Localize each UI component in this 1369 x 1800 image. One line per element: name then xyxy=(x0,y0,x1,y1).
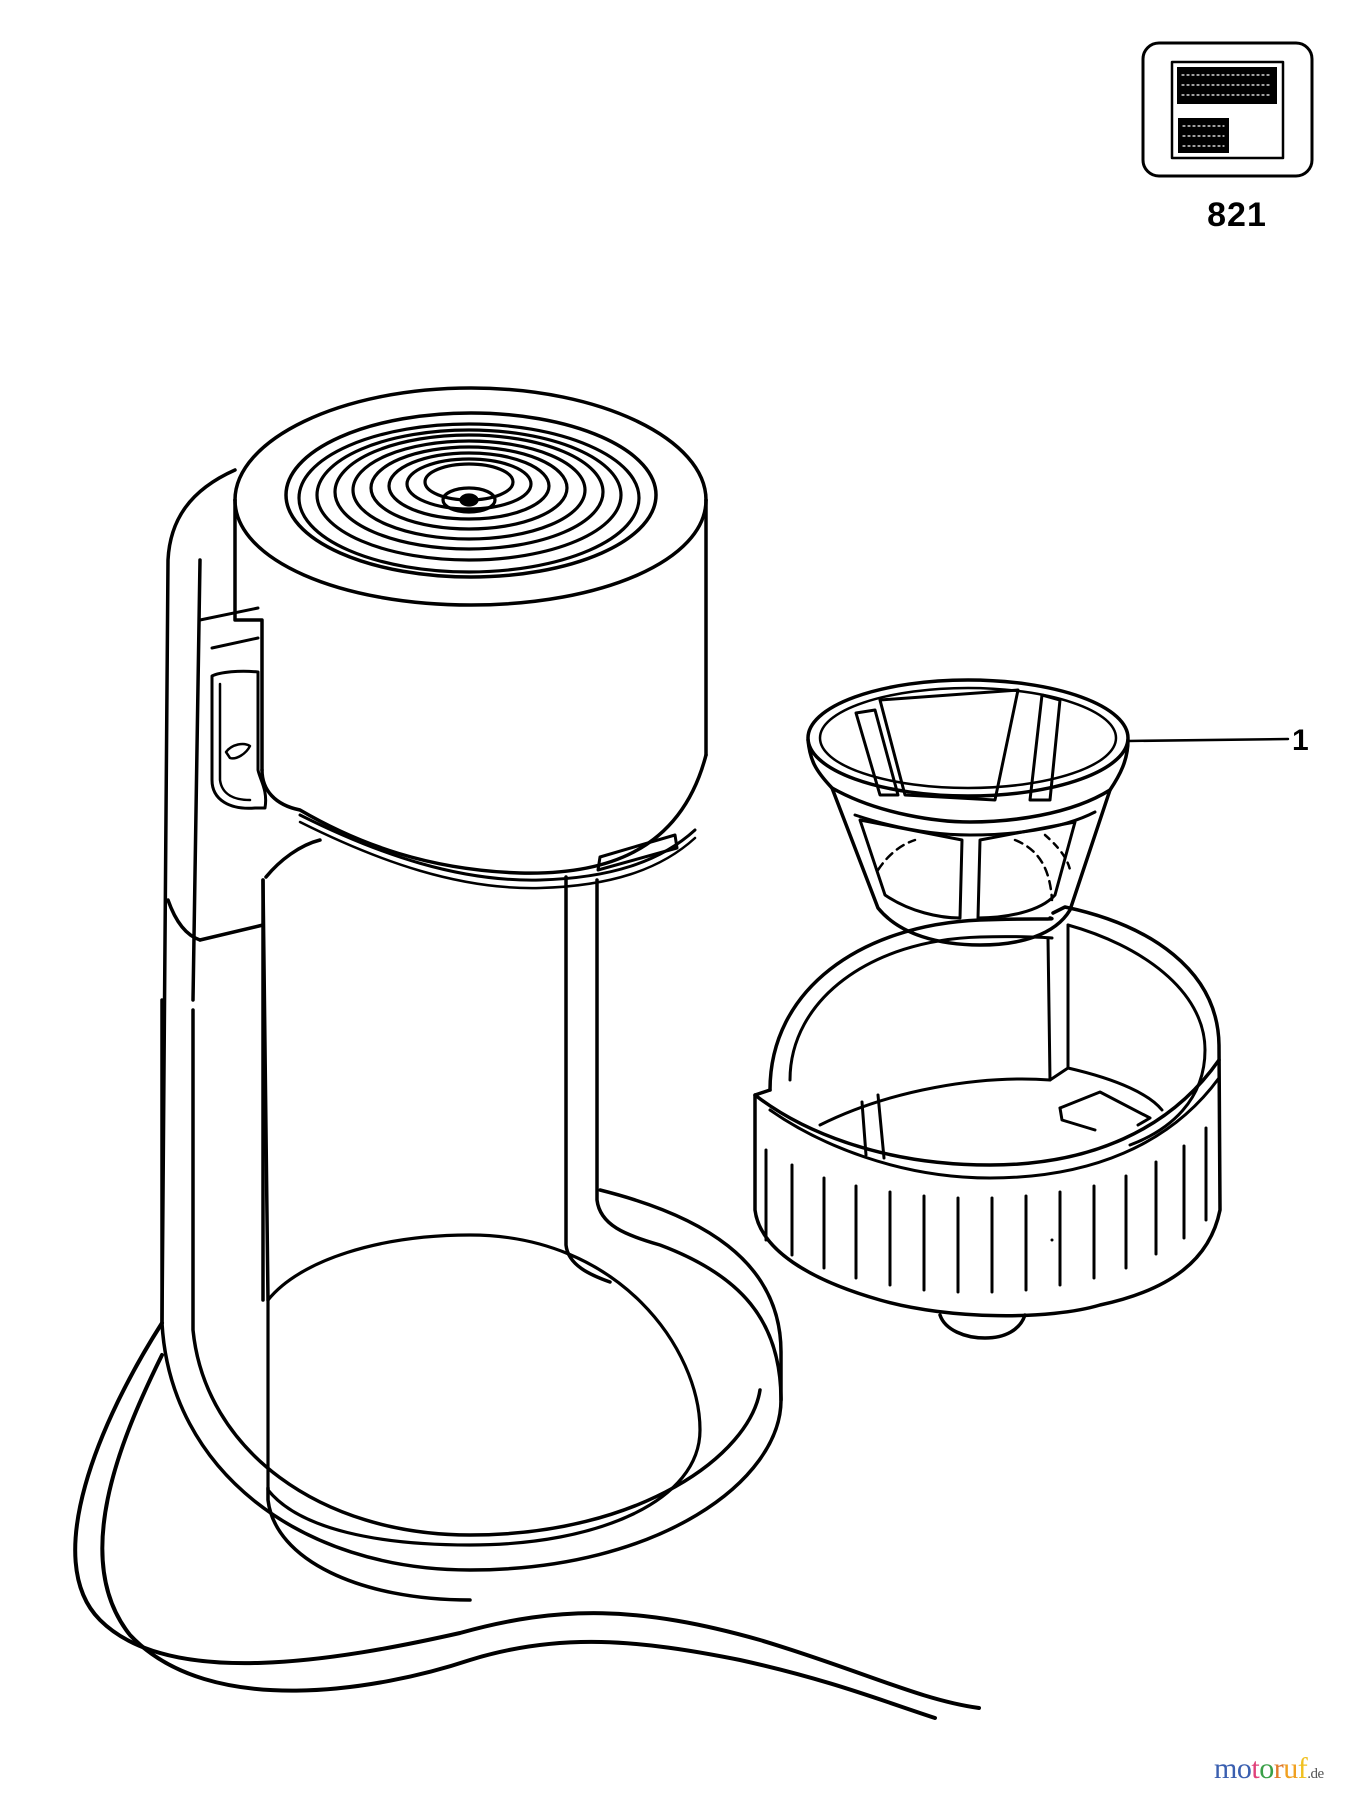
base xyxy=(160,998,783,1602)
callout-leader-1 xyxy=(1126,737,1290,743)
watermark-letter: t xyxy=(1251,1752,1260,1785)
tower-column xyxy=(160,468,270,1325)
watermark-letter: r xyxy=(1273,1752,1284,1785)
watermark-letter: u xyxy=(1283,1752,1298,1785)
brew-head xyxy=(233,386,708,890)
grip-ridges xyxy=(764,1126,1208,1294)
catalog-page-icon xyxy=(1141,41,1314,178)
watermark-suffix: .de xyxy=(1307,1766,1324,1782)
filter-holder xyxy=(753,905,1222,1340)
watermark-letter: o xyxy=(1236,1752,1252,1785)
carafe-space xyxy=(261,838,783,1402)
shower-head-rings xyxy=(297,422,641,574)
power-switch xyxy=(210,669,268,810)
power-cord xyxy=(73,1321,981,1720)
watermark-letter: f xyxy=(1297,1752,1308,1785)
watermark-letter: m xyxy=(1214,1752,1237,1785)
catalog-number: 821 xyxy=(1207,196,1267,234)
filter-basket xyxy=(806,678,1130,947)
watermark-logo: motoruf.de xyxy=(1214,1752,1324,1786)
watermark-letter: o xyxy=(1259,1752,1274,1785)
part-number-label: 1 xyxy=(1292,724,1309,757)
